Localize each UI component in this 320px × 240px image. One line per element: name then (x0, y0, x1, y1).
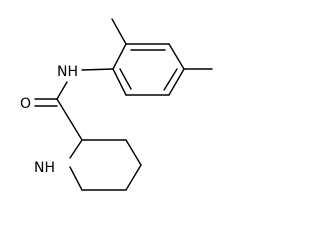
ring-bond (112, 68, 127, 96)
ring-bond (112, 43, 127, 70)
carbonyl-oxygen-label: O (20, 96, 31, 112)
ring-bond (168, 68, 185, 96)
chemical-structure-diagram: NH O NH (20, 18, 213, 191)
amide-nh-label: NH (57, 64, 78, 80)
piperidine-nh-label: NH (34, 160, 55, 176)
ring-bond (168, 43, 185, 70)
aromatic-double-bond (163, 68, 178, 91)
ring-bond (125, 139, 142, 166)
piperidine-ring (69, 139, 142, 191)
amide-n-aryl-bond (81, 68, 114, 71)
ring-bond (125, 164, 142, 191)
ring-bond (69, 139, 83, 159)
carbonyl-c2-bond (56, 98, 83, 141)
methyl-bond-ortho (111, 18, 127, 45)
ring-bond (69, 166, 83, 191)
benzene-ring (112, 43, 185, 96)
aromatic-double-bond (119, 68, 132, 90)
amide-n-carbonyl-bond (56, 81, 68, 100)
